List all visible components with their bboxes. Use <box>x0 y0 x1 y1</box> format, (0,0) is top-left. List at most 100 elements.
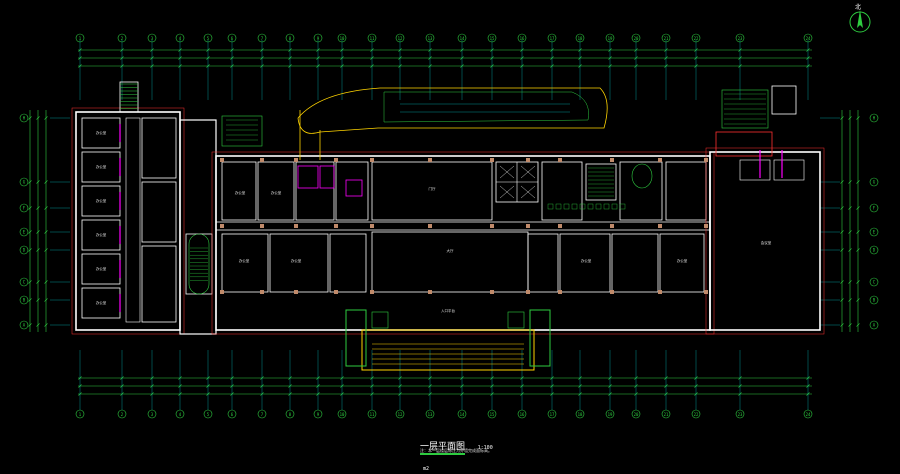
axis-label: 2 <box>121 412 124 417</box>
axis-label: G <box>23 180 26 185</box>
dim-tick <box>36 323 40 327</box>
axis-label: C <box>23 280 26 285</box>
axis-label: 13 <box>428 412 433 417</box>
axis-label: F <box>23 206 26 211</box>
axis-bubble <box>487 409 497 419</box>
axis-bubble <box>735 409 745 419</box>
central-hall-upper <box>371 161 493 221</box>
axis-bubble <box>869 320 879 330</box>
right-top-stair <box>721 89 769 129</box>
axis-label: D <box>873 248 876 253</box>
axis-bubble <box>19 113 29 123</box>
grid-axes: 1122334455667788991010111112121313141415… <box>19 33 879 419</box>
axis-bubble <box>547 33 557 43</box>
elevator-cross <box>499 165 515 179</box>
axis-bubble <box>257 409 267 419</box>
dim-tick <box>840 248 844 252</box>
dim-tick <box>28 206 32 210</box>
structural-column <box>526 158 530 162</box>
axis-bubble <box>803 409 813 419</box>
dim-tick <box>44 116 48 120</box>
elevator-cross <box>520 185 536 199</box>
structural-column <box>610 158 614 162</box>
structural-column <box>260 224 264 228</box>
axis-bubble <box>487 33 497 43</box>
planter-box <box>371 311 389 329</box>
room-label: 办公室 <box>96 130 107 135</box>
dim-tick <box>840 206 844 210</box>
axis-label: 1 <box>79 36 82 41</box>
axis-label: 10 <box>340 412 345 417</box>
axis-label: 14 <box>460 36 465 41</box>
axis-label: 23 <box>738 36 743 41</box>
axis-bubble <box>869 227 879 237</box>
main-body-outline <box>211 151 715 335</box>
axis-label: 22 <box>694 36 699 41</box>
axis-bubble <box>631 33 641 43</box>
axis-label: 10 <box>340 36 345 41</box>
building-structure <box>71 81 825 371</box>
connector-block <box>179 119 217 335</box>
elevator-cross <box>499 185 515 199</box>
right-wing-wall <box>709 151 821 331</box>
axis-label: 9 <box>317 412 320 417</box>
axis-bubble <box>547 409 557 419</box>
room-label: 办公室 <box>235 190 246 195</box>
axis-bubble <box>337 409 347 419</box>
axis-bubble <box>395 409 405 419</box>
lower-room <box>559 233 611 293</box>
axis-label: H <box>873 116 876 121</box>
canopy-inner <box>383 91 589 123</box>
axis-label: 1 <box>79 412 82 417</box>
axis-label: 8 <box>289 36 292 41</box>
service-room <box>619 161 663 221</box>
left-service-room <box>141 245 177 323</box>
dim-tick <box>848 298 852 302</box>
dim-tick <box>840 298 844 302</box>
stair-right <box>585 163 617 201</box>
axis-label: 15 <box>490 412 495 417</box>
wc-fixture <box>297 165 319 189</box>
fixture-box <box>555 203 562 210</box>
dim-tick <box>840 230 844 234</box>
lower-room <box>221 233 269 293</box>
axis-label: 24 <box>806 412 811 417</box>
axis-bubble <box>869 113 879 123</box>
planter-right <box>529 309 551 367</box>
lower-room <box>329 233 367 293</box>
upper-room <box>257 161 295 221</box>
axis-bubble <box>869 245 879 255</box>
axis-label: F <box>873 206 876 211</box>
axis-bubble <box>19 277 29 287</box>
structural-column <box>334 290 338 294</box>
axis-label: 20 <box>634 412 639 417</box>
axis-label: 4 <box>179 412 182 417</box>
axis-bubble <box>175 409 185 419</box>
axis-label: A <box>23 323 26 328</box>
structural-column <box>370 158 374 162</box>
structural-column <box>220 158 224 162</box>
north-arrow-icon <box>849 10 871 33</box>
axis-label: C <box>873 280 876 285</box>
structural-column <box>370 224 374 228</box>
drawing-area: m2 <box>423 466 430 472</box>
dim-tick <box>36 180 40 184</box>
axis-bubble <box>425 409 435 419</box>
upper-room <box>221 161 257 221</box>
axis-bubble <box>661 409 671 419</box>
axis-bubble <box>517 33 527 43</box>
curved-stair <box>631 163 653 189</box>
room-label: 大厅 <box>447 248 455 253</box>
structural-column <box>704 224 708 228</box>
axis-bubble <box>19 177 29 187</box>
axis-bubble <box>19 320 29 330</box>
axis-label: 19 <box>608 36 613 41</box>
axis-bubble <box>117 409 127 419</box>
axis-label: G <box>873 180 876 185</box>
structural-column <box>220 290 224 294</box>
axis-bubble <box>869 295 879 305</box>
axis-label: 21 <box>664 36 669 41</box>
axis-label: 3 <box>151 36 154 41</box>
structural-column <box>260 290 264 294</box>
right-wing-outline <box>705 147 825 335</box>
